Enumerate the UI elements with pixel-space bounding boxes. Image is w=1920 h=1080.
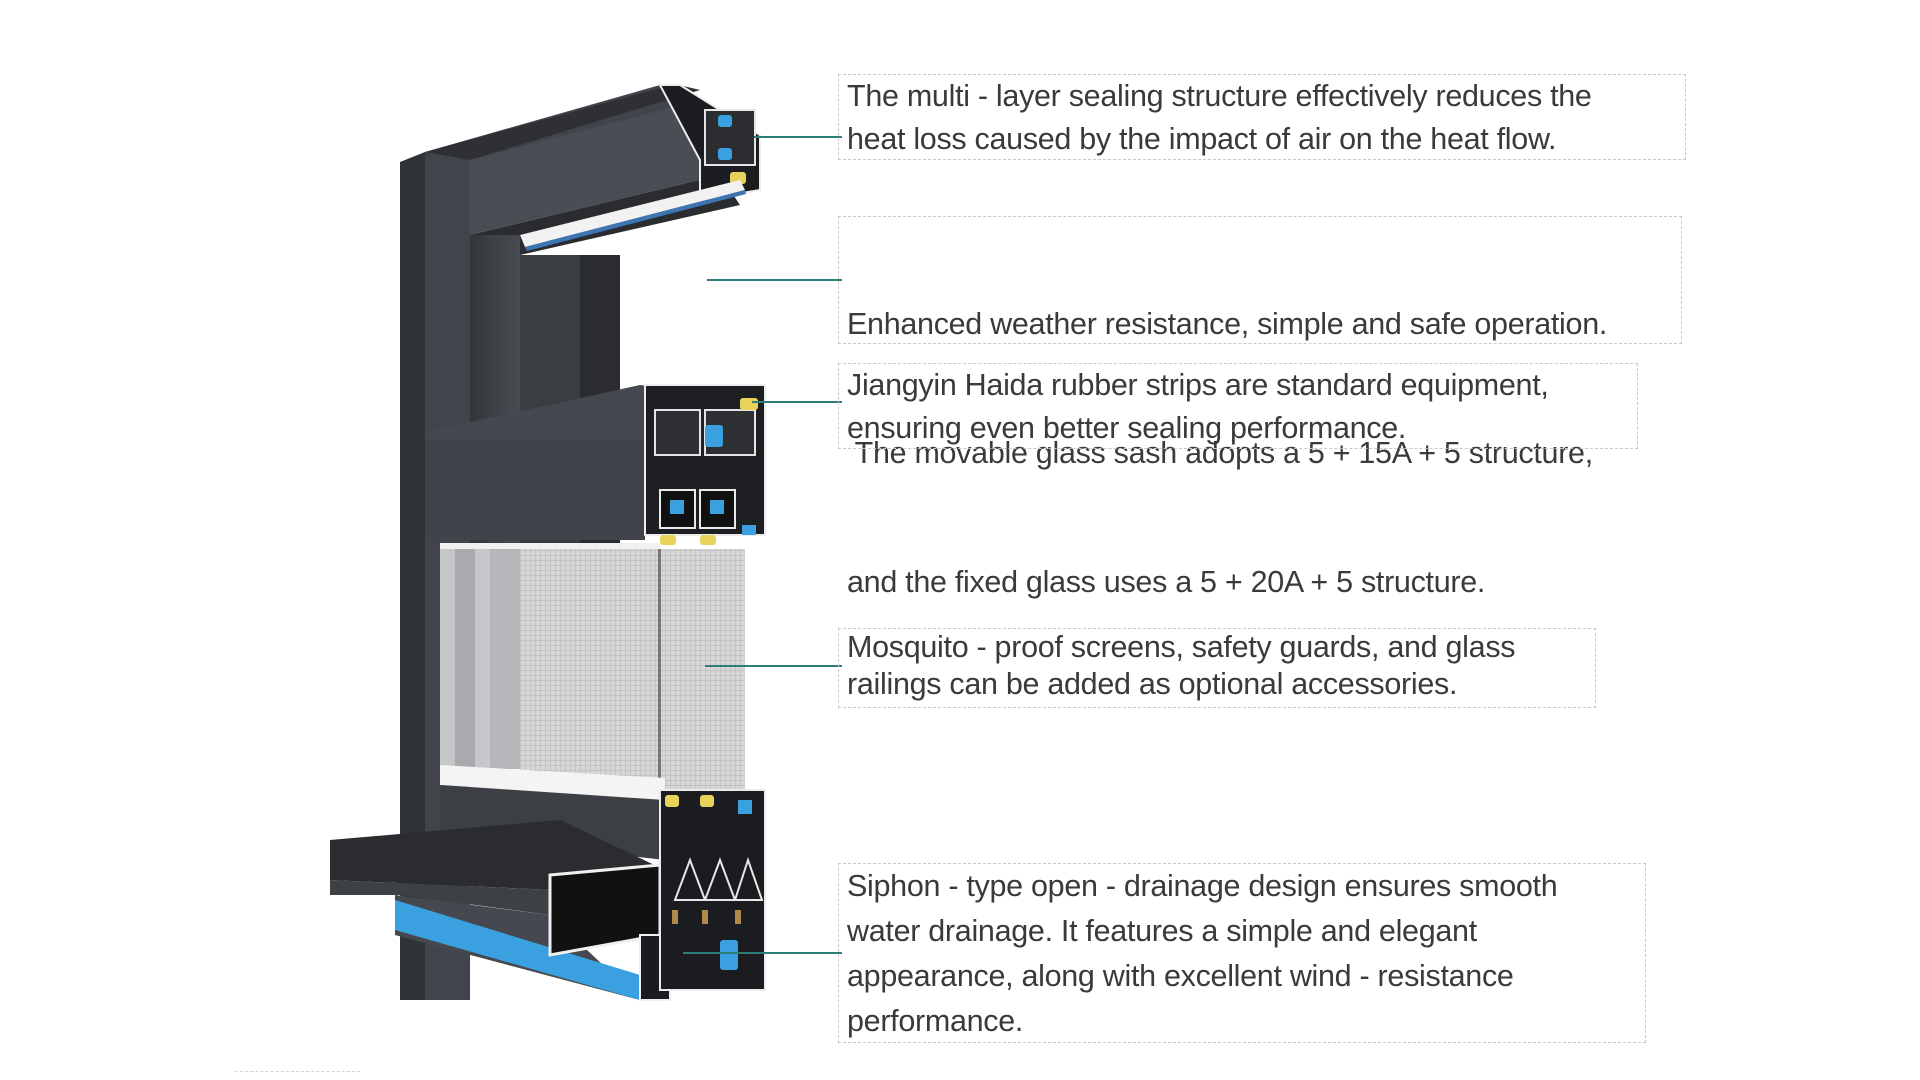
stray-dashed-divider: [235, 1071, 360, 1072]
leader-line-accessories: [705, 665, 842, 667]
callout-text-line: heat loss caused by the impact of air on…: [847, 122, 1557, 156]
middle-transom-section: [425, 384, 766, 549]
callout-rubber-strips: Jiangyin Haida rubber strips are standar…: [838, 363, 1638, 449]
bottom-sill-section: [330, 765, 766, 1001]
top-profile-section: [520, 84, 761, 251]
callout-text-line: Mosquito - proof screens, safety guards,…: [847, 630, 1516, 664]
leader-line-glass: [707, 279, 842, 281]
callout-text-line: water drainage. It features a simple and…: [847, 914, 1477, 948]
callout-text-line: appearance, along with excellent wind - …: [847, 959, 1514, 993]
leader-line-drainage: [683, 952, 842, 954]
callout-text-line: Siphon - type open - drainage design ens…: [847, 869, 1558, 903]
leader-line-sealing: [754, 136, 842, 138]
callout-accessories: Mosquito - proof screens, safety guards,…: [838, 628, 1596, 708]
callout-glass: Enhanced weather resistance, simple and …: [838, 216, 1682, 599]
callout-text-line: The movable glass sash adopts a 5 + 15A …: [847, 436, 1594, 470]
callout-text-line: railings can be added as optional access…: [847, 667, 1458, 701]
callout-text-line: Jiangyin Haida rubber strips are standar…: [847, 368, 1549, 402]
callout-text-line: ensuring even better sealing performance…: [847, 411, 1407, 445]
callout-text-line: performance.: [847, 1004, 1024, 1038]
callout-text-line: The multi - layer sealing structure effe…: [847, 79, 1592, 113]
gasket-icon: [718, 115, 732, 127]
screen-panel: [440, 549, 745, 789]
leader-line-rubber-strips: [752, 401, 842, 403]
blue-seal-strip: [395, 900, 640, 1000]
callout-text-line: Enhanced weather resistance, simple and …: [847, 307, 1608, 341]
callout-text-line: and the fixed glass uses a 5 + 20A + 5 s…: [847, 565, 1486, 599]
callout-drainage: Siphon - type open - drainage design ens…: [838, 863, 1646, 1043]
callout-sealing: The multi - layer sealing structure effe…: [838, 74, 1686, 160]
